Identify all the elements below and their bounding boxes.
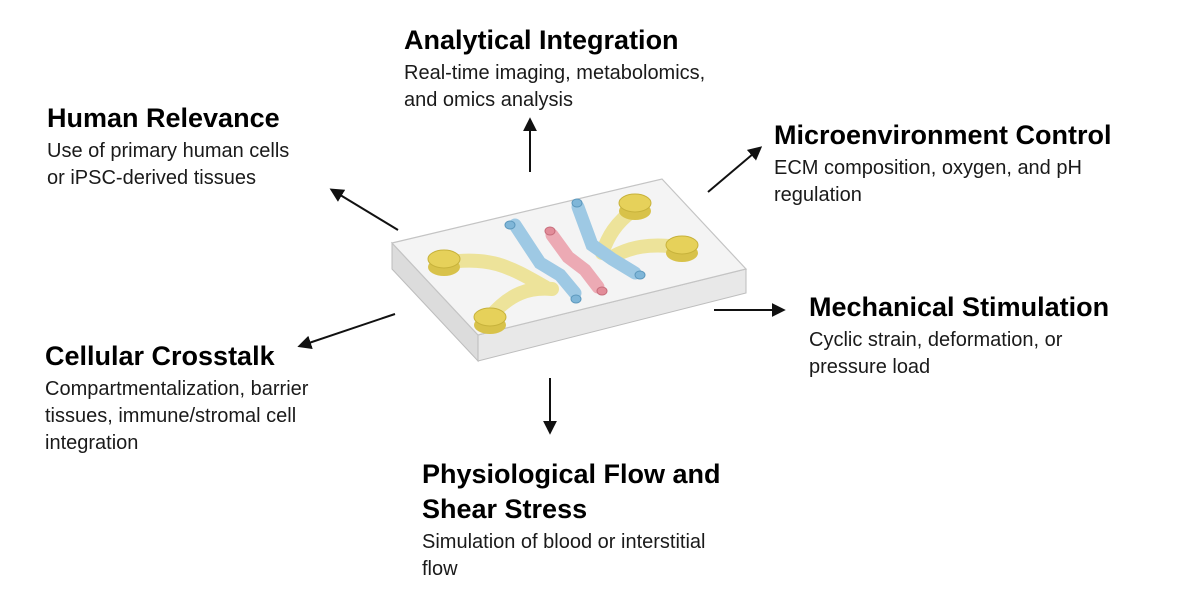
cellular-crosstalk-block: Cellular Crosstalk Compartmentalization,… <box>45 340 308 457</box>
microenvironment-control-title: Microenvironment Control <box>774 120 1112 150</box>
physiological-flow-desc: Simulation of blood or interstitial flow <box>422 531 706 580</box>
reservoir-right-top <box>618 193 652 220</box>
blue-channel-right <box>571 200 642 280</box>
mechanical-stimulation-block: Mechanical Stimulation Cyclic strain, de… <box>809 291 1139 381</box>
port-pink-1 <box>544 226 556 236</box>
physiological-flow-title: Physiological Flow and Shear Stress <box>422 459 721 524</box>
mechanical-stimulation-desc: Cyclic strain, deformation, or pressure … <box>809 329 1063 378</box>
pink-channel <box>545 228 605 294</box>
arrow-up-right <box>707 146 763 193</box>
port-blue-3 <box>570 294 582 304</box>
microenvironment-control-desc: ECM composition, oxygen, and pH regulati… <box>774 157 1082 206</box>
physiological-flow-block: Physiological Flow and Shear Stress Simu… <box>422 458 721 583</box>
reservoir-left-top <box>427 249 461 276</box>
analytical-integration-block: Analytical Integration Real-time imaging… <box>404 24 705 114</box>
cellular-crosstalk-title: Cellular Crosstalk <box>45 341 275 371</box>
port-blue-4 <box>634 270 646 280</box>
arrow-up-left <box>329 188 399 231</box>
port-blue-1 <box>504 220 516 230</box>
organ-on-chip-illustration <box>390 178 748 363</box>
reservoir-left-bottom <box>473 307 507 334</box>
mechanical-stimulation-title: Mechanical Stimulation <box>809 292 1110 322</box>
microenvironment-control-block: Microenvironment Control ECM composition… <box>774 119 1134 209</box>
port-pink-2 <box>596 286 608 296</box>
human-relevance-block: Human Relevance Use of primary human cel… <box>47 102 289 192</box>
port-blue-2 <box>571 198 583 208</box>
cellular-crosstalk-desc: Compartmentalization, barrier tissues, i… <box>45 378 309 454</box>
human-relevance-desc: Use of primary human cells or iPSC-deriv… <box>47 140 290 189</box>
arrow-left <box>297 313 396 350</box>
blue-channel-left <box>508 218 582 300</box>
human-relevance-title: Human Relevance <box>47 103 280 133</box>
reservoir-right-bottom <box>665 235 699 262</box>
analytical-integration-title: Analytical Integration <box>404 25 679 55</box>
analytical-integration-desc: Real-time imaging, metabolomics, and omi… <box>404 62 706 111</box>
